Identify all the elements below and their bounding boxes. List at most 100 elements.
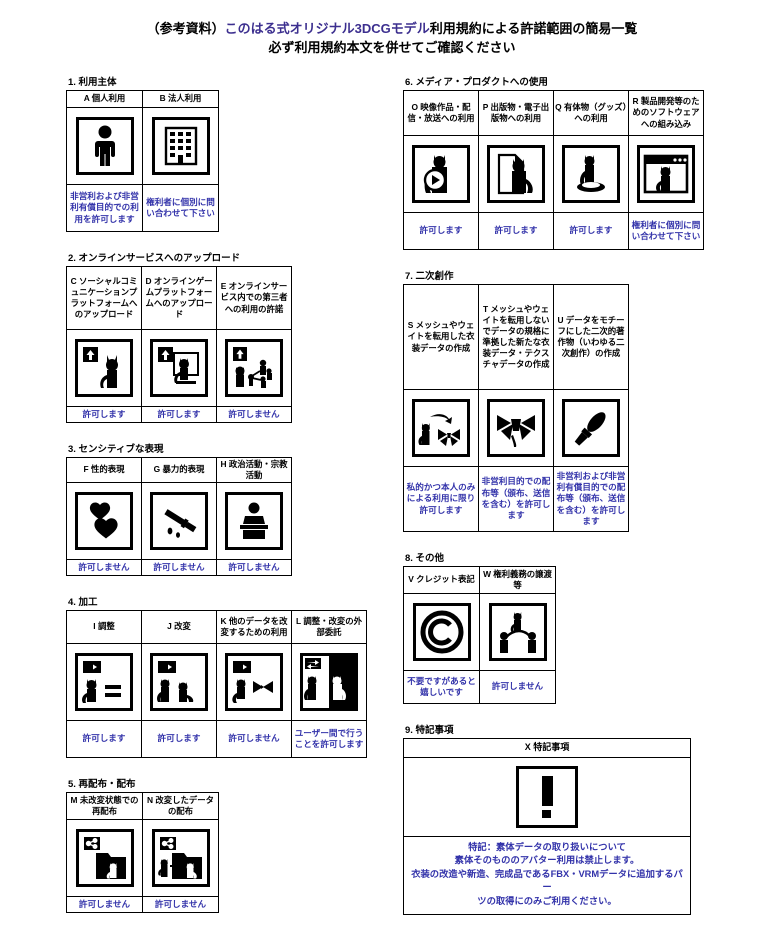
icon-cell-A	[66, 107, 143, 185]
header-cell-J: J 改変	[141, 610, 217, 644]
result-cell-T: 非営利目的での配布等（頒布、送信を含む）を許可します	[478, 466, 554, 532]
section-9-title: 9. 特記事項	[405, 725, 454, 736]
icon-cell-M	[66, 819, 143, 897]
icon-cell-S	[403, 389, 479, 467]
header-cell-L: L 調整・改変の外部委託	[291, 610, 367, 644]
result-cell-P: 許可します	[478, 212, 554, 250]
page-title: （参考資料）このはる式オリジナル3DCGモデル利用規約による許諾範囲の簡易一覧 …	[0, 0, 784, 58]
result-cell-V: 不要ですがあると嬉しいです	[403, 670, 480, 704]
section-1: 1. 利用主体 A 個人利用 B 法人利用	[66, 74, 376, 232]
table-row-header: M 未改変状態での再配布 N 改変したデータの配布	[66, 792, 219, 820]
result-cell-W: 許可しません	[479, 670, 556, 704]
table-row-header: C ソーシャルコミュニケーションプラットフォームへのアップロード D オンライン…	[66, 266, 292, 330]
upload-cat-share-icon	[225, 339, 283, 397]
title-line-2: 必ず利用規約本文を併せてご確認ください	[268, 39, 516, 55]
copyright-icon	[412, 603, 471, 661]
table-row-results: 許可します 許可します 許可しません ユーザー間で行うことを許可します	[66, 720, 367, 758]
table-row-header: X 特記事項	[403, 738, 691, 758]
exclamation-icon	[516, 765, 578, 828]
upload-cat-monitor-icon	[150, 339, 208, 397]
section-1-title: 1. 利用主体	[68, 77, 117, 88]
section-5-title: 5. 再配布・配布	[68, 779, 136, 790]
cat-outsourcing-icon	[300, 653, 358, 711]
header-cell-G: G 暴力的表現	[141, 457, 217, 483]
note-line-2: 素体そのもののアバター利用は禁止します。	[454, 855, 640, 866]
result-cell-B: 権利者に個別に問い合わせて下さい	[142, 184, 219, 232]
header-cell-C: C ソーシャルコミュニケーションプラットフォームへのアップロード	[66, 266, 142, 330]
upload-cat-person-icon	[75, 339, 133, 397]
section-7: 7. 二次創作 S メッシュやウェイトを転用した衣装データの作成 T メッシュや…	[403, 268, 723, 532]
icon-cell-T	[478, 389, 554, 467]
section-3-table: F 性的表現 G 暴力的表現 H 政治活動・宗教活動	[66, 457, 292, 576]
table-row-header: S メッシュやウェイトを転用した衣装データの作成 T メッシュやウェイトを転用し…	[403, 284, 629, 390]
note-line-4: ツの取得にのみご利用ください。	[477, 895, 617, 906]
table-row-icons	[66, 107, 219, 185]
header-cell-A: A 個人利用	[66, 90, 143, 108]
table-row-results: 許可します 許可します 許可しません	[66, 406, 292, 423]
icon-cell-W	[479, 593, 556, 671]
table-row-icons	[403, 389, 629, 467]
result-cell-R: 権利者に個別に問い合わせて下さい	[628, 212, 704, 250]
table-row-results: 非営利および非営利有償目的での利用を許可します 権利者に個別に問い合わせて下さい	[66, 184, 219, 232]
person-icon	[75, 117, 134, 175]
result-cell-H: 許可しません	[216, 559, 292, 576]
result-cell-F: 許可しません	[66, 559, 142, 576]
section-9: 9. 特記事項 X 特記事項 特記：素体データの	[403, 722, 723, 916]
section-2-title: 2. オンラインサービスへのアップロード	[68, 253, 241, 264]
title-prefix: （参考資料）	[146, 21, 225, 36]
result-cell-G: 許可しません	[141, 559, 217, 576]
header-cell-F: F 性的表現	[66, 457, 142, 483]
section-6-table: O 映像作品・配信・放送への利用 P 出版物・電子出版物への利用 Q 有体物（グ…	[403, 90, 704, 250]
result-cell-E: 許可しません	[216, 406, 292, 423]
title-line-1: （参考資料）このはる式オリジナル3DCGモデル利用規約による許諾範囲の簡易一覧	[0, 20, 784, 39]
header-cell-I: I 調整	[66, 610, 142, 644]
right-column: 6. メディア・プロダクトへの使用 O 映像作品・配信・放送への利用 P 出版物…	[403, 74, 723, 925]
header-cell-E: E オンラインサービス内での第三者への利用の許諾	[216, 266, 292, 330]
table-row-header: O 映像作品・配信・放送への利用 P 出版物・電子出版物への利用 Q 有体物（グ…	[403, 90, 704, 136]
section-3: 3. センシティブな表現 F 性的表現 G 暴力的表現 H 政治活動・宗教活動	[66, 441, 376, 576]
section-4-title: 4. 加工	[68, 597, 98, 608]
note-cell-X: 特記：素体データの取り扱いについて 素体そのもののアバター利用は禁止します。 衣…	[403, 835, 691, 916]
title-suffix: 利用規約による許諾範囲の簡易一覧	[429, 21, 638, 36]
section-7-table: S メッシュやウェイトを転用した衣装データの作成 T メッシュやウェイトを転用し…	[403, 284, 629, 532]
section-7-title: 7. 二次創作	[405, 271, 454, 282]
header-cell-M: M 未改変状態での再配布	[66, 792, 143, 820]
section-5-table: M 未改変状態での再配布 N 改変したデータの配布	[66, 792, 219, 913]
icon-cell-K	[216, 643, 292, 721]
result-cell-O: 許可します	[403, 212, 479, 250]
cat-document-icon	[487, 145, 545, 203]
section-8-table: V クレジット表記 W 権利義務の譲渡等	[403, 566, 556, 704]
icon-cell-F	[66, 482, 142, 560]
table-row-results: 不要ですがあると嬉しいです 許可しません	[403, 670, 556, 704]
header-cell-R: R 製品開発等のためのソフトウェアへの組み込み	[628, 90, 704, 136]
cat-software-window-icon	[637, 145, 695, 203]
building-icon	[151, 117, 210, 175]
icon-cell-R	[628, 135, 704, 213]
section-4-table: I 調整 J 改変 K 他のデータを改変するための利用 L 調整・改変の外部委託	[66, 610, 367, 758]
cat-figurine-icon	[562, 145, 620, 203]
share-folder-cat-modified-icon	[151, 829, 210, 887]
icon-cell-C	[66, 329, 142, 407]
header-cell-K: K 他のデータを改変するための利用	[216, 610, 292, 644]
table-row-results: 許可しません 許可しません 許可しません	[66, 559, 292, 576]
header-cell-P: P 出版物・電子出版物への利用	[478, 90, 554, 136]
result-cell-C: 許可します	[66, 406, 142, 423]
knife-icon	[150, 492, 208, 550]
icon-cell-D	[141, 329, 217, 407]
brush-icon	[562, 399, 620, 457]
table-row-icons	[66, 482, 292, 560]
section-8: 8. その他 V クレジット表記 W 権利義務の譲渡等	[403, 550, 723, 704]
note-line-1: 特記：素体データの取り扱いについて	[468, 841, 626, 852]
table-row-icons	[66, 329, 292, 407]
table-row-icon	[403, 756, 691, 837]
icon-cell-J	[141, 643, 217, 721]
left-column: 1. 利用主体 A 個人利用 B 法人利用	[66, 74, 376, 923]
title-highlight: このはる式オリジナル3DCGモデル	[224, 21, 430, 36]
table-row-results: 許可しません 許可しません	[66, 896, 219, 913]
arrow-cat-dress-icon	[225, 653, 283, 711]
header-cell-B: B 法人利用	[142, 90, 219, 108]
header-cell-O: O 映像作品・配信・放送への利用	[403, 90, 479, 136]
hearts-icon	[75, 492, 133, 550]
section-6: 6. メディア・プロダクトへの使用 O 映像作品・配信・放送への利用 P 出版物…	[403, 74, 723, 250]
